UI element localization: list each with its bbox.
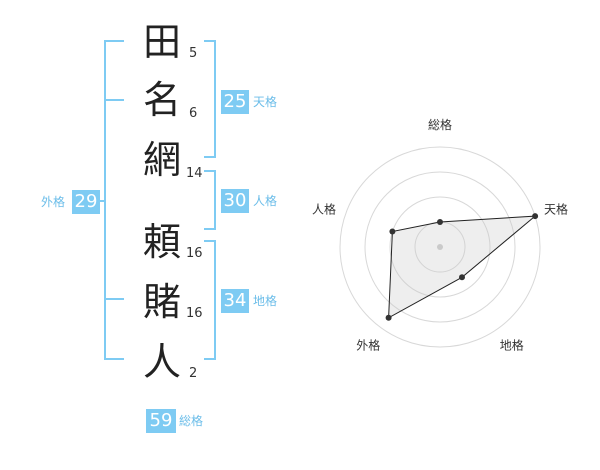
- radar-axis-label-0: 総格: [428, 117, 452, 132]
- gaikaku-value-badge: 29: [72, 190, 100, 214]
- chikaku-bracket-line: [214, 240, 216, 360]
- stroke-count-3: 14: [186, 166, 203, 181]
- radar-axis-label-1: 天格: [544, 201, 568, 216]
- jinkaku-value-badge: 30: [221, 189, 249, 213]
- tenkaku-value-badge: 25: [221, 90, 249, 114]
- chikaku-bracket-top: [204, 240, 216, 242]
- soukaku-value-badge: 59: [146, 409, 176, 433]
- soukaku-label: 総格: [179, 414, 204, 428]
- gaikaku-bracket-top: [104, 40, 124, 42]
- radar-point-1: [532, 213, 539, 220]
- tenkaku-bracket-line: [214, 40, 216, 158]
- stroke-count-5: 16: [186, 306, 203, 321]
- name-char-2: 名: [142, 78, 181, 122]
- radar-center-dot: [437, 244, 443, 250]
- name-char-1: 田: [142, 20, 181, 64]
- radar-points: [385, 213, 539, 321]
- radar-axis-label-3: 外格: [356, 338, 380, 353]
- radar-area: [388, 215, 537, 319]
- radar-point-0: [437, 219, 443, 225]
- chikaku-label: 地格: [253, 294, 278, 308]
- tenkaku-bracket-top: [204, 40, 216, 42]
- stroke-count-2: 6: [189, 106, 198, 121]
- tenkaku-bracket-bottom: [204, 156, 216, 158]
- radar-point-4: [389, 228, 396, 235]
- name-char-3: 網: [142, 138, 181, 182]
- radar-axis-label-4: 人格: [312, 201, 336, 216]
- name-char-6: 人: [142, 340, 181, 384]
- radar-ring-2: [389, 196, 491, 298]
- stroke-count-1: 5: [189, 46, 198, 61]
- jinkaku-bracket-top: [204, 170, 216, 172]
- gaikaku-bracket-bottom: [104, 358, 124, 360]
- gaikaku-bracket-mid1: [104, 99, 124, 101]
- tenkaku-label: 天格: [253, 95, 278, 109]
- gaikaku-connector: [98, 200, 106, 202]
- stroke-count-6: 2: [189, 366, 198, 381]
- gaikaku-label: 外格: [41, 195, 66, 209]
- radar-point-3: [385, 314, 392, 321]
- name-char-4: 頼: [142, 220, 181, 264]
- chikaku-bracket-bottom: [204, 358, 216, 360]
- name-char-5: 賭: [142, 280, 181, 324]
- stroke-count-4: 16: [186, 246, 203, 261]
- radar-grid: [339, 146, 541, 348]
- chikaku-value-badge: 34: [221, 289, 249, 313]
- radar-point-2: [459, 274, 465, 281]
- jinkaku-bracket-line: [214, 170, 216, 230]
- jinkaku-label: 人格: [253, 194, 278, 208]
- radar-axis-label-2: 地格: [500, 338, 524, 353]
- gaikaku-bracket-mid2: [104, 298, 124, 300]
- jinkaku-bracket-bottom: [204, 228, 216, 230]
- radar-ring-3: [364, 171, 516, 323]
- radar-ring-4: [339, 146, 541, 348]
